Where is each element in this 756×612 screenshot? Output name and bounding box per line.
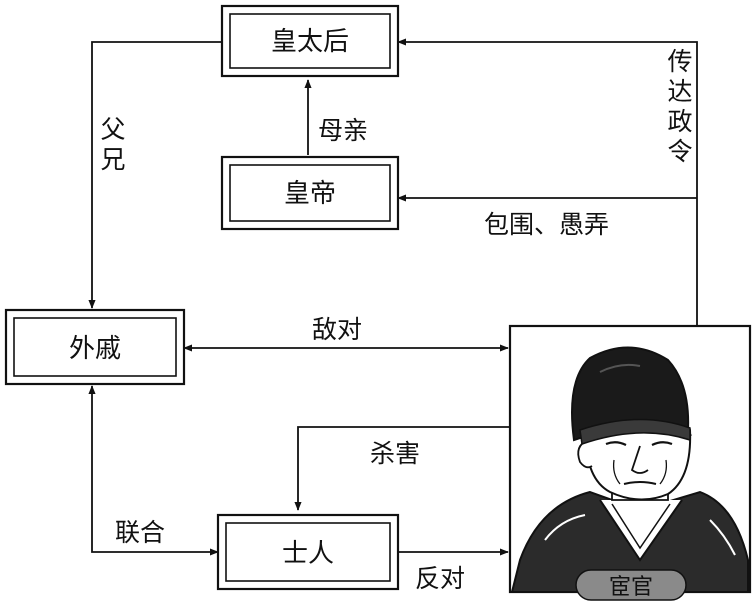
node-scholars-label: 士人: [282, 539, 334, 569]
label-ally: 联合: [115, 518, 165, 547]
node-eunuch-label: 宦官: [609, 575, 653, 600]
eunuch-portrait-illustration: [510, 346, 749, 593]
label-surround-fool: 包围、愚弄: [484, 210, 609, 239]
label-mother: 母亲: [318, 116, 368, 145]
label-transmit-orders: 传达政令: [667, 47, 692, 166]
edge-eunuch-to-empress: [397, 38, 698, 326]
eunuch-caption-plate: [575, 569, 687, 601]
node-scholars: 士人: [216, 513, 400, 591]
label-father-brother: 父兄: [100, 115, 125, 174]
label-oppose: 反对: [415, 564, 465, 593]
label-kill: 杀害: [370, 439, 420, 468]
node-consort-kin-label: 外戚: [69, 334, 121, 364]
label-hostile: 敌对: [312, 315, 362, 344]
node-emperor-label: 皇帝: [284, 179, 336, 209]
edge-empress-to-kin: [88, 41, 222, 309]
node-empress-dowager-label: 皇太后: [271, 27, 349, 57]
node-empress-dowager: 皇太后: [220, 4, 400, 78]
node-eunuch: 宦官: [508, 324, 752, 601]
node-consort-kin: 外戚: [4, 308, 186, 386]
edge-eunuch-kills-scholars: [294, 426, 512, 511]
node-emperor: 皇帝: [220, 155, 400, 231]
edge-kin-scholars-ally: [88, 385, 219, 556]
